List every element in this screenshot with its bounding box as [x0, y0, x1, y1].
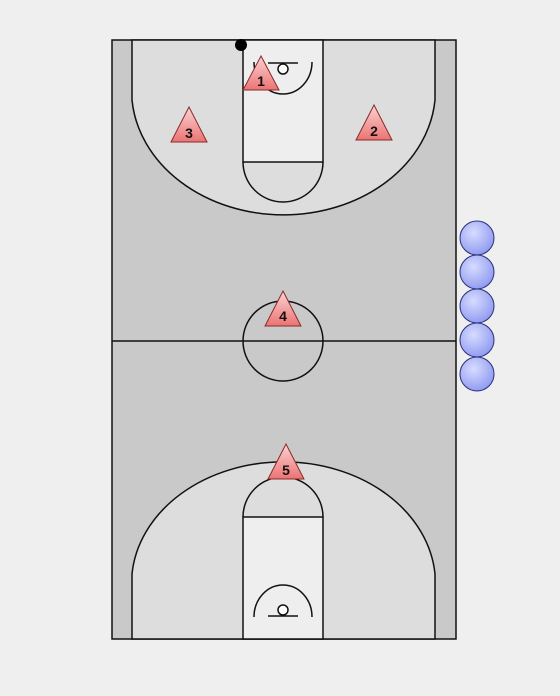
bench-player-circle[interactable]	[459, 220, 495, 256]
player-3[interactable]: 3	[170, 105, 208, 143]
top-key	[242, 39, 324, 163]
player-5[interactable]: 5	[267, 442, 305, 480]
ball[interactable]	[235, 39, 247, 51]
player-1[interactable]: 1	[242, 54, 280, 91]
bottom-restricted-arc	[253, 584, 313, 618]
player-triangle	[264, 289, 302, 327]
player-label: 4	[279, 308, 287, 324]
player-label: 2	[370, 123, 378, 139]
bottom-key	[242, 516, 324, 640]
bench-player-circle[interactable]	[459, 356, 495, 392]
top-hoop	[277, 63, 289, 75]
bench-players	[459, 220, 495, 392]
player-triangle	[267, 442, 305, 480]
player-label: 5	[282, 462, 290, 478]
bench-player-circle[interactable]	[459, 254, 495, 290]
bench-player-circle[interactable]	[459, 288, 495, 324]
player-label: 1	[257, 73, 265, 89]
bottom-half-court	[131, 461, 436, 640]
bench-player-circle[interactable]	[459, 322, 495, 358]
player-triangle	[170, 105, 208, 143]
bottom-hoop	[277, 604, 289, 616]
court	[111, 39, 457, 640]
player-2[interactable]: 2	[355, 103, 393, 141]
player-4[interactable]: 4	[264, 289, 302, 327]
player-triangle	[242, 54, 280, 91]
player-label: 3	[185, 125, 193, 141]
player-triangle	[355, 103, 393, 141]
top-free-throw-circle	[242, 161, 324, 203]
